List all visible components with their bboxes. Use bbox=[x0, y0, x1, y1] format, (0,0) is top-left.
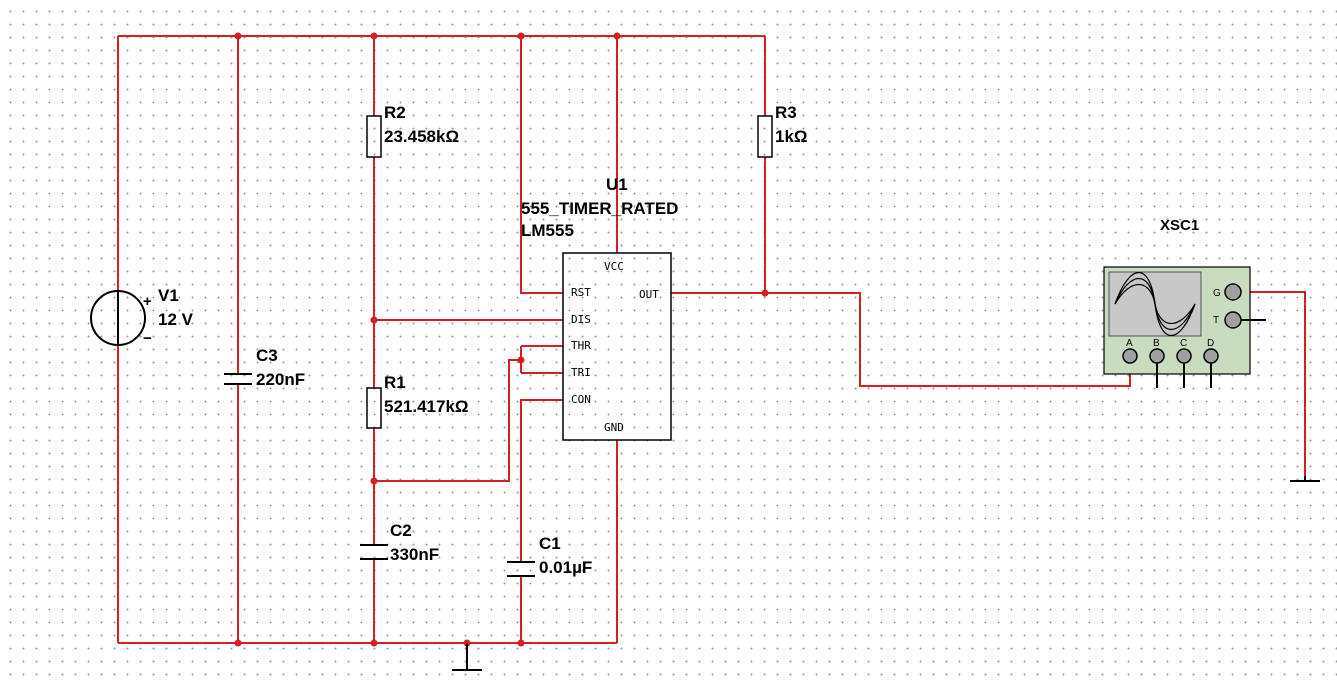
r2-value-label: 23.458kΩ bbox=[384, 127, 459, 146]
scope-channel-c-terminal[interactable] bbox=[1176, 348, 1192, 364]
u1-ref-label: U1 bbox=[606, 175, 628, 194]
pin-gnd-label: GND bbox=[604, 421, 624, 434]
scope-g-terminal[interactable] bbox=[1224, 283, 1242, 301]
c3-ref-label: C3 bbox=[256, 346, 278, 365]
sine-wave-icon bbox=[1114, 272, 1196, 336]
scope-channel-b-terminal[interactable] bbox=[1149, 348, 1165, 364]
pin-rst-label: RST bbox=[571, 286, 591, 299]
scope-a-label: A bbox=[1126, 338, 1133, 349]
capacitor-c3[interactable]: C3 220nF bbox=[224, 346, 305, 389]
u1-part-label: LM555 bbox=[521, 221, 574, 240]
pin-tri-label: TRI bbox=[571, 366, 591, 379]
resistor-body-icon bbox=[366, 387, 382, 429]
resistor-r2[interactable]: R2 23.458kΩ bbox=[366, 103, 459, 158]
c1-ref-label: C1 bbox=[539, 534, 561, 553]
resistor-r3[interactable]: R3 1kΩ bbox=[757, 103, 808, 158]
r3-value-label: 1kΩ bbox=[775, 127, 808, 146]
r3-ref-label: R3 bbox=[775, 103, 797, 122]
voltage-source-v1[interactable]: + − V1 12 V bbox=[90, 286, 194, 347]
c3-value-label: 220nF bbox=[256, 370, 305, 389]
pin-thr-label: THR bbox=[571, 339, 591, 352]
resistor-body-icon bbox=[366, 115, 382, 158]
ic-body-icon bbox=[562, 252, 672, 441]
scope-b-label: B bbox=[1153, 338, 1160, 349]
capacitor-c2[interactable]: C2 330nF bbox=[360, 521, 439, 564]
pin-vcc-label: VCC bbox=[604, 260, 624, 273]
r1-ref-label: R1 bbox=[384, 373, 406, 392]
c2-ref-label: C2 bbox=[390, 521, 412, 540]
v1-minus-sign: − bbox=[143, 330, 152, 347]
v1-value-label: 12 V bbox=[158, 310, 194, 329]
u1-model-label: 555_TIMER_RATED bbox=[521, 199, 678, 218]
xsc1-ref-label: XSC1 bbox=[1160, 217, 1199, 234]
pin-con-label: CON bbox=[571, 393, 591, 406]
c2-value-label: 330nF bbox=[390, 545, 439, 564]
r1-value-label: 521.417kΩ bbox=[384, 397, 469, 416]
v1-plus-sign: + bbox=[143, 293, 152, 310]
timer-ic-u1[interactable]: U1 555_TIMER_RATED LM555 VCC RST OUT DIS… bbox=[521, 175, 678, 441]
c1-value-label: 0.01µF bbox=[539, 558, 592, 577]
scope-channel-d-terminal[interactable] bbox=[1203, 348, 1219, 364]
wires bbox=[117, 35, 1306, 644]
scope-d-label: D bbox=[1207, 338, 1214, 349]
scope-t-label: T bbox=[1213, 315, 1219, 326]
v1-ref-label: V1 bbox=[158, 286, 179, 305]
capacitor-c1[interactable]: C1 0.01µF bbox=[507, 534, 592, 577]
scope-g-label: G bbox=[1213, 288, 1221, 299]
ground-symbol-scope bbox=[1290, 476, 1320, 482]
pin-dis-label: DIS bbox=[571, 313, 591, 326]
oscilloscope-xsc1[interactable]: XSC1 G T A B C D bbox=[1103, 217, 1266, 388]
scope-c-label: C bbox=[1180, 338, 1187, 349]
r2-ref-label: R2 bbox=[384, 103, 406, 122]
ground-symbol-main bbox=[452, 643, 482, 671]
resistor-body-icon bbox=[757, 115, 773, 158]
pin-out-label: OUT bbox=[639, 288, 659, 301]
junction-nodes bbox=[234, 32, 769, 647]
scope-t-terminal[interactable] bbox=[1224, 311, 1242, 329]
scope-channel-a-terminal[interactable] bbox=[1122, 348, 1138, 364]
resistor-r1[interactable]: R1 521.417kΩ bbox=[366, 373, 469, 429]
